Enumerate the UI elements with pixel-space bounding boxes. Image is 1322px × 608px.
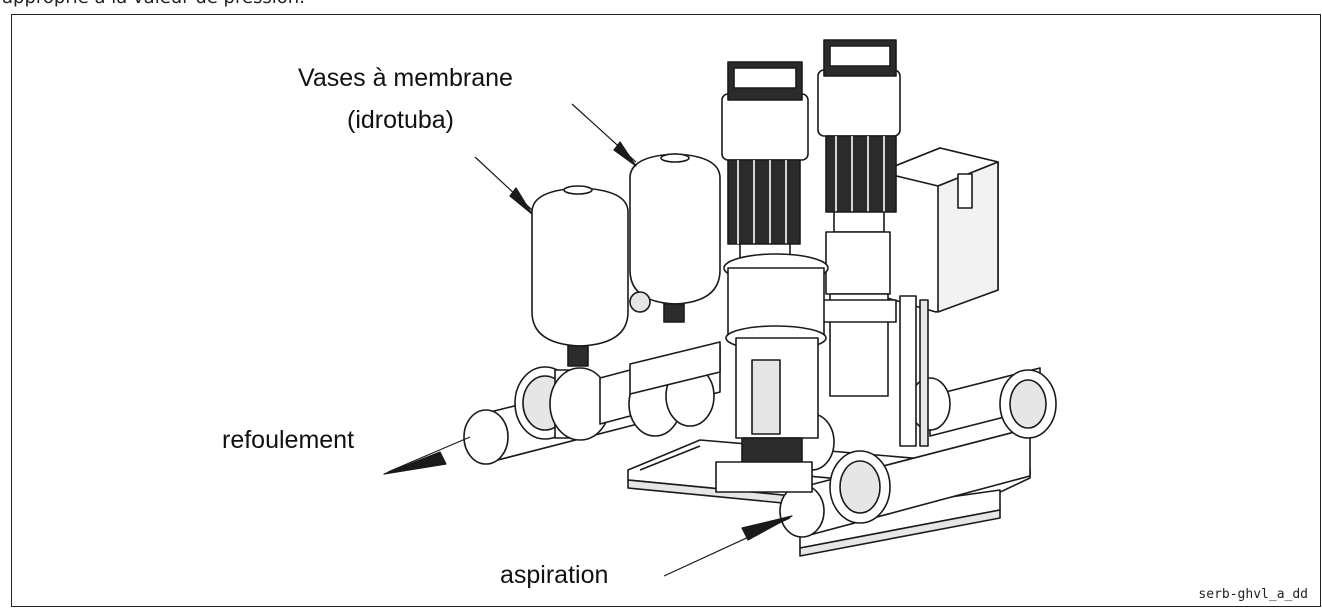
figure-frame bbox=[11, 14, 1321, 607]
image-code: serb-ghvl_a_dd bbox=[1198, 587, 1308, 602]
diaphragm-tank-right bbox=[629, 153, 721, 323]
label-vases-line1: Vases à membrane bbox=[298, 64, 513, 92]
diaphragm-tank-left bbox=[531, 185, 629, 367]
control-cabinet bbox=[879, 147, 999, 447]
header-text-fragment: approprié à la valeur de pression. bbox=[2, 0, 305, 8]
leader-arrows bbox=[383, 103, 793, 577]
pump-right bbox=[817, 39, 901, 397]
label-refoulement: refoulement bbox=[222, 426, 355, 454]
pump-left bbox=[715, 61, 829, 493]
suction-manifold bbox=[779, 367, 1057, 538]
label-vases-line2: (idrotuba) bbox=[347, 106, 454, 134]
label-aspiration: aspiration bbox=[500, 561, 609, 589]
discharge-manifold bbox=[463, 341, 721, 465]
